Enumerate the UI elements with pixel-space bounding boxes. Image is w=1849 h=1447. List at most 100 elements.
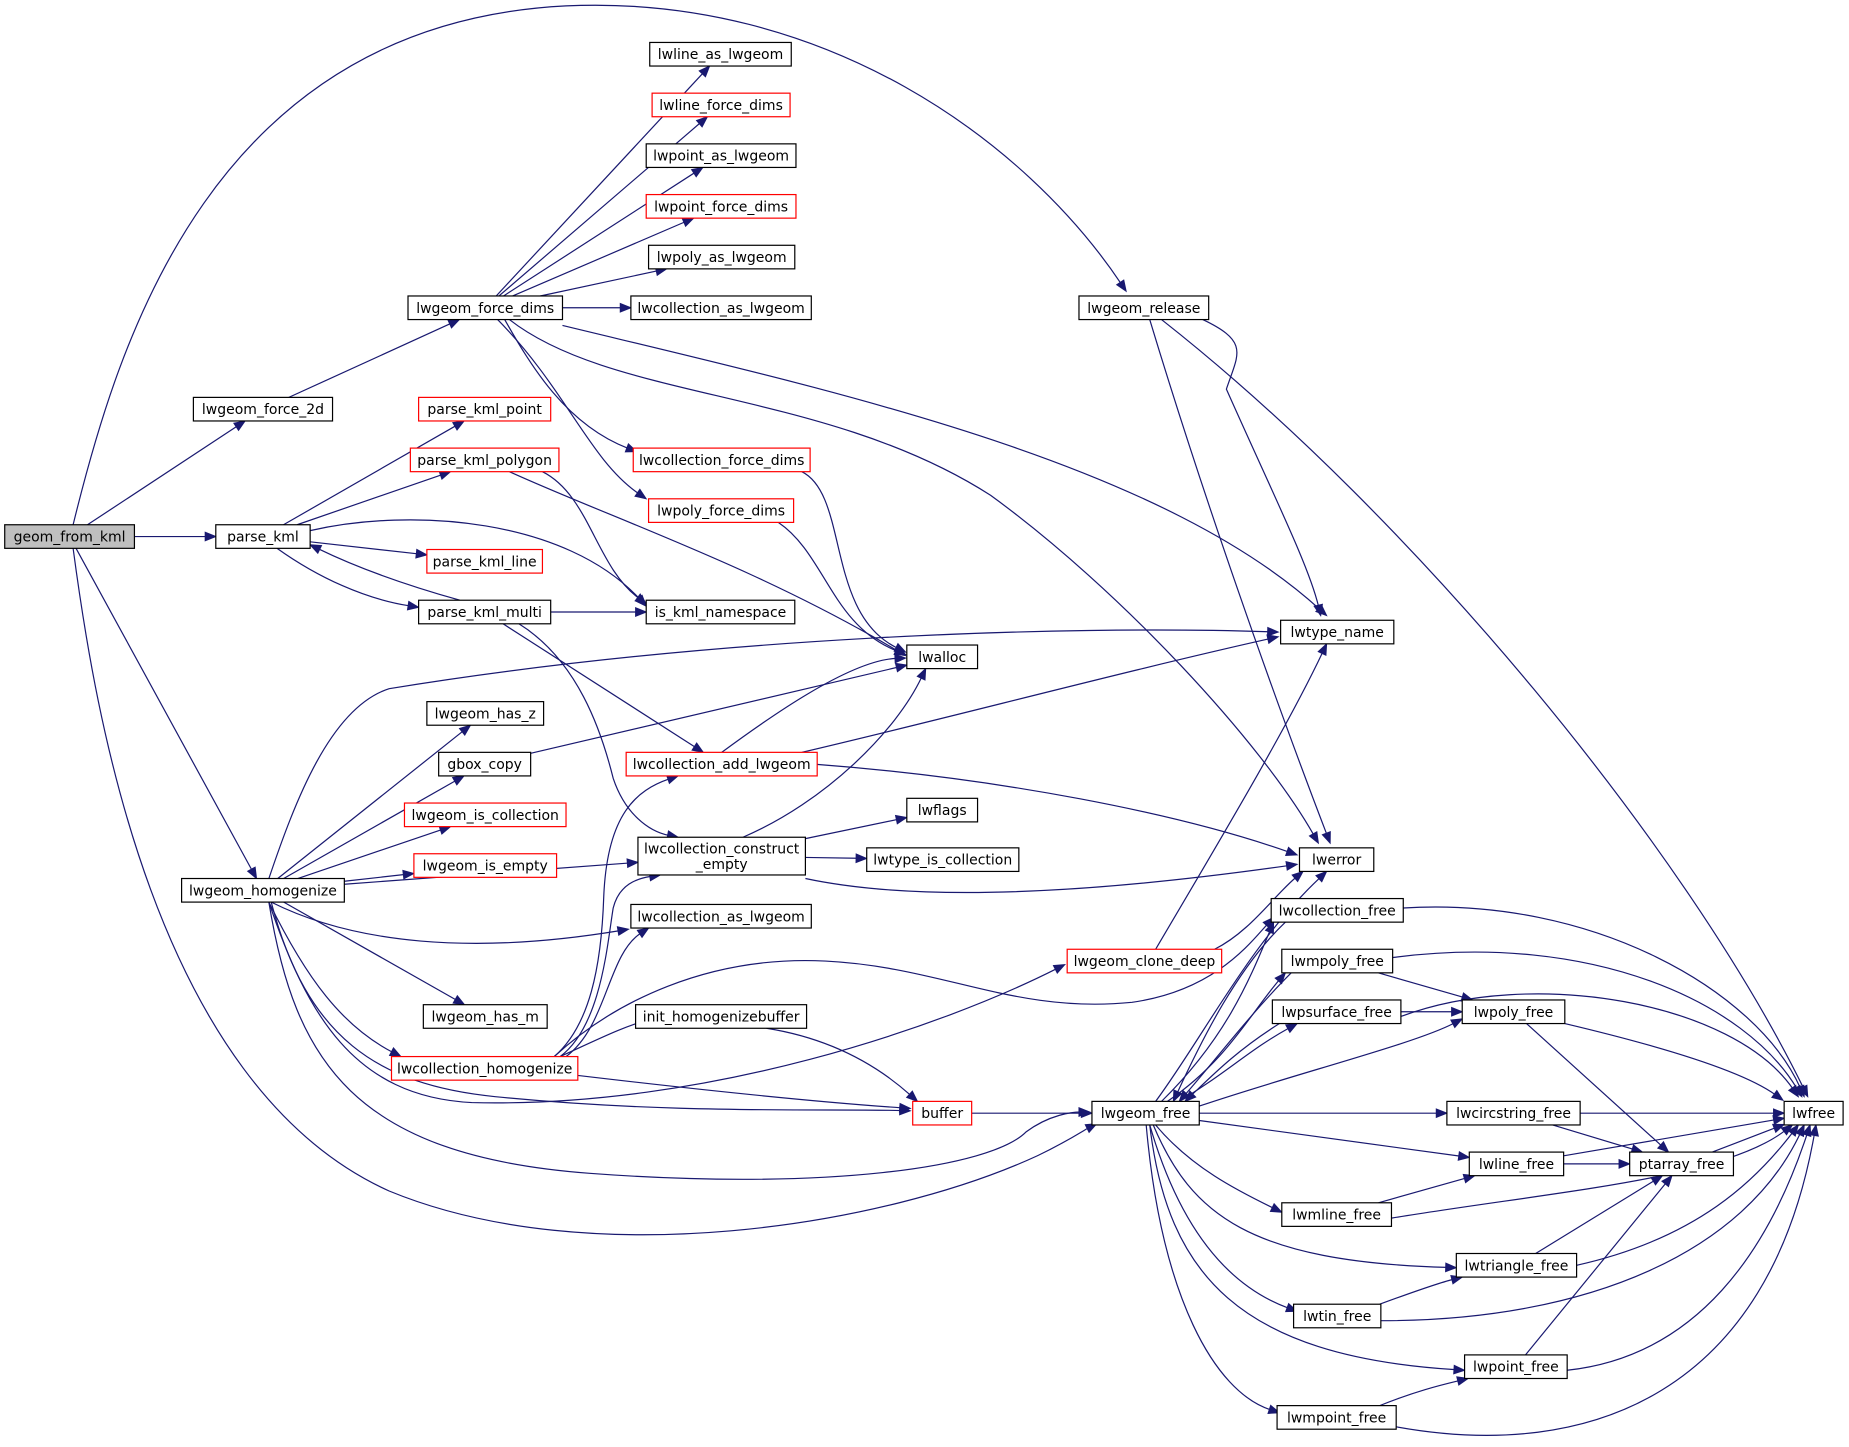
node-box[interactable] [181, 877, 345, 903]
node-lwtype-is-collection[interactable]: lwtype_is_collection [866, 847, 1020, 873]
node-box[interactable] [866, 847, 1020, 873]
node-parse-kml-multi[interactable]: parse_kml_multi [418, 599, 552, 625]
node-box[interactable] [426, 701, 545, 726]
node-lwtriangle-free[interactable]: lwtriangle_free [1455, 1252, 1578, 1278]
node-box[interactable] [1468, 1151, 1565, 1177]
node-lwmpoly-free[interactable]: lwmpoly_free [1281, 948, 1394, 974]
node-lwcircstring-free[interactable]: lwcircstring_free [1446, 1100, 1581, 1126]
node-lwfree[interactable]: lwfree [1783, 1100, 1844, 1126]
node-box[interactable] [1276, 1405, 1397, 1430]
node-lwline-free[interactable]: lwline_free [1468, 1151, 1565, 1177]
node-lwpoint-free[interactable]: lwpoint_free [1463, 1354, 1568, 1380]
node-lwcollection-free[interactable]: lwcollection_free [1270, 897, 1404, 923]
node-box[interactable] [1292, 1303, 1382, 1329]
node-box[interactable] [418, 396, 552, 422]
node-box[interactable] [630, 903, 812, 929]
node-lwpoly-free[interactable]: lwpoly_free [1461, 999, 1566, 1025]
node-box[interactable] [1446, 1100, 1581, 1126]
node-box[interactable] [1463, 1354, 1568, 1380]
node-box[interactable] [1091, 1100, 1200, 1126]
node-box[interactable] [413, 853, 558, 878]
node-lwgeom-is-empty[interactable]: lwgeom_is_empty [413, 853, 558, 878]
node-box[interactable] [645, 143, 797, 169]
node-box[interactable] [645, 599, 796, 625]
node-lwerror[interactable]: lwerror [1298, 847, 1375, 873]
node-geom-from-kml[interactable]: geom_from_kml [4, 524, 136, 549]
node-box[interactable] [418, 599, 552, 625]
node-buffer[interactable]: buffer [912, 1100, 973, 1126]
node-box[interactable] [1455, 1252, 1578, 1278]
node-box[interactable] [1280, 619, 1395, 645]
node-lwgeom-homogenize[interactable]: lwgeom_homogenize [181, 877, 345, 903]
node-lwcollection-homogenize[interactable]: lwcollection_homogenize [390, 1055, 579, 1081]
node-box[interactable] [438, 751, 532, 777]
node-box[interactable] [1066, 948, 1223, 974]
node-parse-kml-line[interactable]: parse_kml_line [426, 548, 544, 574]
node-lwpsurface-free[interactable]: lwpsurface_free [1271, 999, 1402, 1025]
node-lwcollection-add-lwgeom[interactable]: lwcollection_add_lwgeom [625, 751, 818, 777]
node-lwpoly-as-lwgeom[interactable]: lwpoly_as_lwgeom [647, 244, 796, 270]
node-lwmline-free[interactable]: lwmline_free [1281, 1202, 1393, 1227]
node-box[interactable] [649, 41, 792, 67]
node-box[interactable] [625, 751, 818, 777]
node-lwgeom-force-dims[interactable]: lwgeom_force_dims [407, 295, 564, 321]
node-box[interactable] [407, 295, 564, 321]
node-box[interactable] [906, 797, 979, 823]
node-lwline-as-lwgeom[interactable]: lwline_as_lwgeom [649, 41, 792, 67]
node-lwpoint-as-lwgeom[interactable]: lwpoint_as_lwgeom [645, 143, 797, 169]
node-box[interactable] [1783, 1100, 1844, 1126]
node-lwgeom-has-m[interactable]: lwgeom_has_m [422, 1004, 548, 1029]
node-box[interactable] [645, 193, 797, 219]
node-box[interactable] [1461, 999, 1566, 1025]
node-box[interactable] [4, 524, 136, 549]
node-box[interactable] [1281, 1202, 1393, 1227]
node-box[interactable] [634, 1004, 808, 1029]
node-box[interactable] [409, 447, 560, 473]
node-lwgeom-free[interactable]: lwgeom_free [1091, 1100, 1200, 1126]
node-lwline-force-dims[interactable]: lwline_force_dims [651, 92, 791, 118]
node-lwcollection-force-dims[interactable]: lwcollection_force_dims [632, 447, 811, 473]
node-box[interactable] [215, 524, 311, 549]
node-lwgeom-is-collection[interactable]: lwgeom_is_collection [403, 802, 567, 828]
node-box[interactable] [1078, 295, 1210, 321]
node-box[interactable] [632, 447, 811, 473]
node-lwgeom-clone-deep[interactable]: lwgeom_clone_deep [1066, 948, 1223, 974]
node-lwgeom-force-2d[interactable]: lwgeom_force_2d [192, 396, 334, 422]
node-lwtype-name[interactable]: lwtype_name [1280, 619, 1395, 645]
node-lwgeom-has-z[interactable]: lwgeom_has_z [426, 701, 545, 726]
node-box[interactable] [1629, 1151, 1735, 1177]
node-gbox-copy[interactable]: gbox_copy [438, 751, 532, 777]
node-box[interactable] [403, 802, 567, 828]
node-parse-kml[interactable]: parse_kml [215, 524, 311, 549]
node-box[interactable] [1270, 897, 1404, 923]
node-init-homogenizebuffer[interactable]: init_homogenizebuffer [634, 1004, 808, 1029]
node-box[interactable] [390, 1055, 579, 1081]
node-box[interactable] [647, 498, 795, 523]
node-box[interactable] [651, 92, 791, 118]
node-box[interactable] [637, 836, 807, 876]
node-box[interactable] [192, 396, 334, 422]
node-lwtin-free[interactable]: lwtin_free [1292, 1303, 1382, 1329]
node-box[interactable] [426, 548, 544, 574]
node-box[interactable] [906, 644, 979, 670]
node-box[interactable] [1271, 999, 1402, 1025]
node-lwflags[interactable]: lwflags [906, 797, 979, 823]
node-lwgeom-release[interactable]: lwgeom_release [1078, 295, 1210, 321]
node-box[interactable] [1298, 847, 1375, 873]
node-lwalloc[interactable]: lwalloc [906, 644, 979, 670]
node-parse-kml-point[interactable]: parse_kml_point [418, 396, 552, 422]
node-box[interactable] [647, 244, 796, 270]
node-is-kml-namespace[interactable]: is_kml_namespace [645, 599, 796, 625]
node-box[interactable] [630, 295, 812, 321]
node-ptarray-free[interactable]: ptarray_free [1629, 1151, 1735, 1177]
node-box[interactable] [912, 1100, 973, 1126]
node-box[interactable] [422, 1004, 548, 1029]
node-lwpoint-force-dims[interactable]: lwpoint_force_dims [645, 193, 797, 219]
node-lwpoly-force-dims[interactable]: lwpoly_force_dims [647, 498, 795, 523]
node-lwcollection-construct-empty[interactable]: lwcollection_construct_empty [637, 836, 807, 876]
node-lwmpoint-free[interactable]: lwmpoint_free [1276, 1405, 1397, 1430]
node-parse-kml-polygon[interactable]: parse_kml_polygon [409, 447, 560, 473]
node-lwcollection-as-lwgeom[interactable]: lwcollection_as_lwgeom [630, 903, 812, 929]
node-lwcollection-as-lwgeom-top[interactable]: lwcollection_as_lwgeom [630, 295, 812, 321]
node-box[interactable] [1281, 948, 1394, 974]
